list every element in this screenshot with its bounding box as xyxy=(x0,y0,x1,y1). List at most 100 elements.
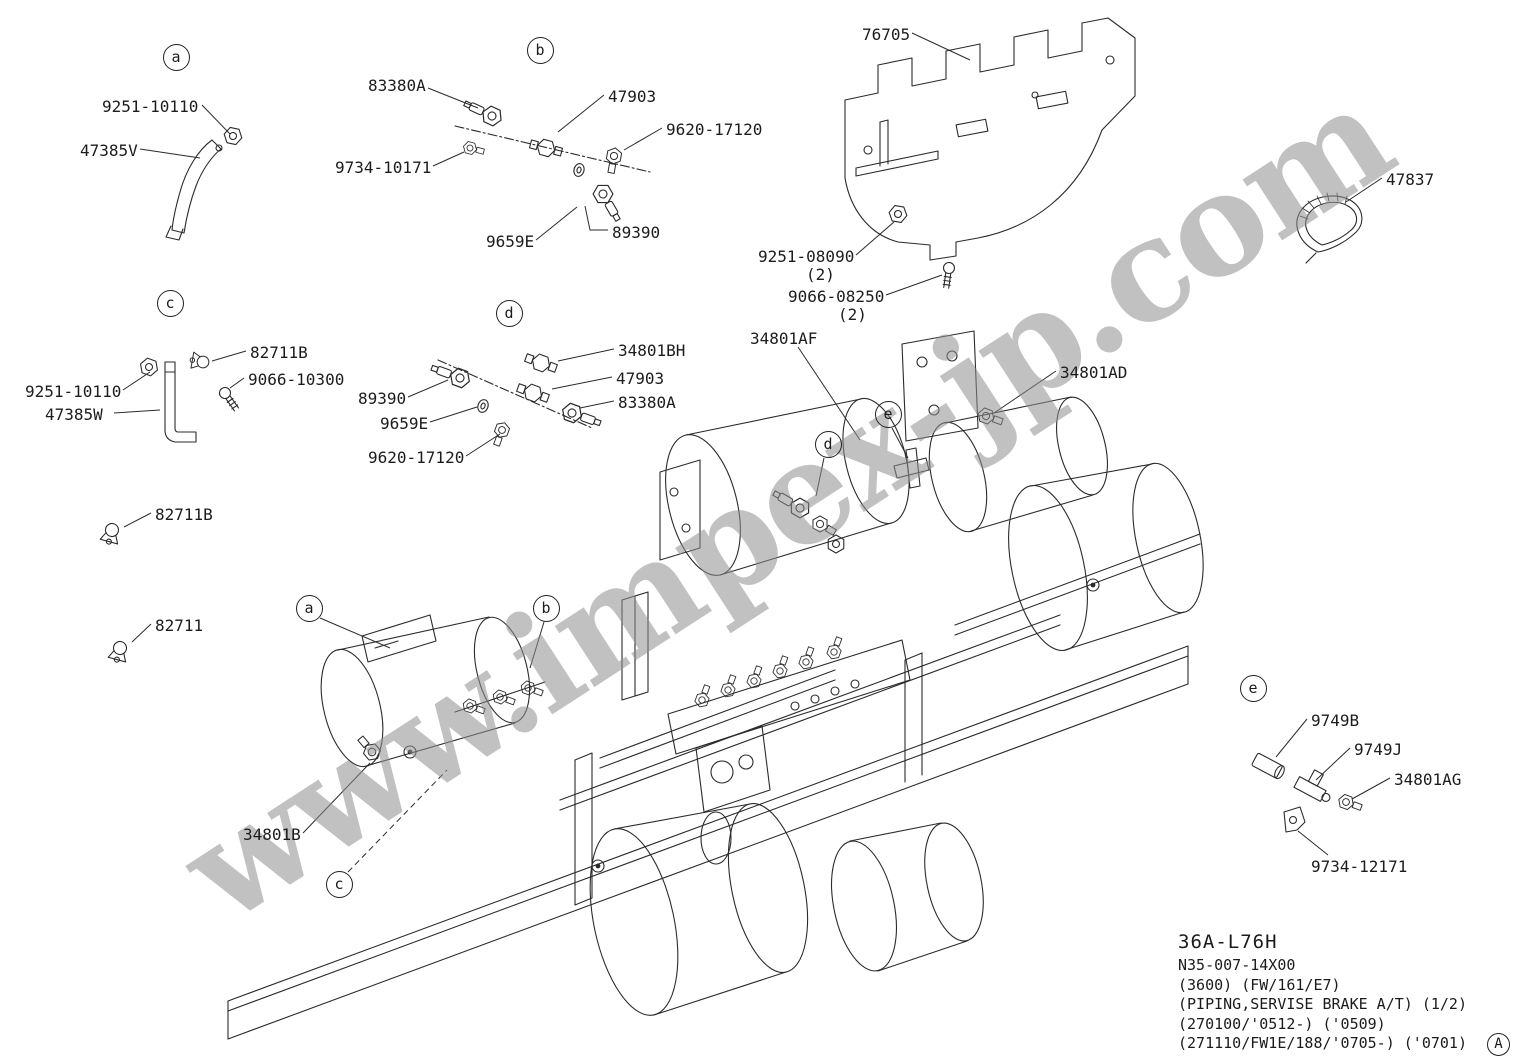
drawing-number: N35-007-14X00 xyxy=(1178,956,1296,974)
part-label: 34801BH xyxy=(618,341,686,360)
part-label: 9659E xyxy=(486,232,535,251)
leader-line xyxy=(557,94,605,133)
leader-line xyxy=(623,127,663,151)
leader-line xyxy=(122,371,151,391)
applicability-2: (271110/FW1E/188/'0705-) ('0701) xyxy=(1178,1034,1467,1052)
air-tanks xyxy=(320,396,1204,1016)
part-label: 34801AF xyxy=(750,329,818,348)
part-label: 9251-10110 xyxy=(102,97,199,116)
part-label: 9251-08090 xyxy=(758,247,855,266)
leader-line xyxy=(529,621,545,669)
leader-line xyxy=(885,274,943,296)
part-label: 47903 xyxy=(616,369,665,388)
part-label: 47903 xyxy=(608,87,657,106)
part-label: (2) xyxy=(838,305,867,324)
leader-line xyxy=(427,87,479,109)
leader-line xyxy=(139,148,201,159)
part-label: 76705 xyxy=(862,25,911,44)
part-label: 34801AG xyxy=(1394,770,1462,789)
leader-line xyxy=(201,104,231,135)
part-label: 82711 xyxy=(155,616,204,635)
leader-line xyxy=(579,400,615,409)
bracket-47385W xyxy=(138,351,242,443)
upper-bracket xyxy=(893,330,1004,489)
part-label: 89390 xyxy=(612,223,661,242)
part-label: 47385W xyxy=(45,405,103,424)
leader-line xyxy=(797,346,861,441)
callout-e: e xyxy=(874,400,902,428)
leader-line xyxy=(1351,777,1391,800)
leader-line xyxy=(815,457,825,497)
part-label: 9749J xyxy=(1354,740,1403,759)
leader-line xyxy=(1275,718,1308,758)
leader-line xyxy=(1297,830,1329,856)
callout-c: c xyxy=(156,289,184,317)
applicability-1: (270100/'0512-) ('0509) xyxy=(1178,1014,1386,1033)
leader-line xyxy=(113,409,161,414)
callout-c: c xyxy=(325,870,353,898)
leader-line xyxy=(1315,747,1351,781)
leader-line xyxy=(407,379,449,398)
callout-a: a xyxy=(162,43,190,71)
leader-line xyxy=(993,370,1057,414)
part-label: 83380A xyxy=(368,76,426,95)
leader-line xyxy=(535,206,578,241)
part-label: 9734-10171 xyxy=(335,158,432,177)
part-label: 9620-17120 xyxy=(368,448,465,467)
assembly-b xyxy=(454,96,651,225)
leader-line xyxy=(891,427,909,459)
model-code: 36A-L76H xyxy=(1178,931,1278,953)
title-block: 36A-L76H N35-007-14X00 (3600) (FW/161/E7… xyxy=(1178,931,1467,1054)
leader-line xyxy=(131,623,152,643)
part-label: 47837 xyxy=(1386,170,1435,189)
part-label: 9734-12171 xyxy=(1311,857,1408,876)
part-label: 9749B xyxy=(1311,711,1360,730)
callout-a: a xyxy=(295,594,323,622)
part-label: 82711B xyxy=(250,343,308,362)
part-label: 34801B xyxy=(243,825,301,844)
callout-d: d xyxy=(814,430,842,458)
leader-line xyxy=(855,221,895,256)
part-label: 34801AD xyxy=(1060,363,1128,382)
leader-line xyxy=(432,151,465,167)
cable-tie-47837 xyxy=(1296,192,1363,264)
part-label: (2) xyxy=(806,265,835,284)
leader-line xyxy=(429,406,478,423)
assembly-d xyxy=(429,350,603,447)
leader-line xyxy=(557,348,615,362)
front-brackets xyxy=(361,614,546,717)
part-label: 9251-10110 xyxy=(25,382,122,401)
leader-line xyxy=(319,617,391,649)
leader-line xyxy=(123,512,152,528)
leader-line xyxy=(584,205,608,231)
part-label: 47385V xyxy=(80,141,138,160)
part-label: 83380A xyxy=(618,393,676,412)
leader-line xyxy=(1345,177,1383,203)
part-label: 9620-17120 xyxy=(666,120,763,139)
part-label: 9659E xyxy=(380,414,429,433)
valve-cluster xyxy=(667,636,911,865)
chassis-frame xyxy=(227,459,1201,1040)
part-label: 9066-08250 xyxy=(788,287,885,306)
leader-line xyxy=(347,769,448,873)
callout-b: b xyxy=(526,36,554,64)
callout-b: b xyxy=(532,594,560,622)
bracket-76705 xyxy=(844,17,1136,290)
bracket-47385V xyxy=(165,126,243,241)
leader-line xyxy=(211,350,247,362)
callout-d: d xyxy=(495,299,523,327)
leader-line xyxy=(229,377,245,389)
description-line: (PIPING,SERVISE BRAKE A/T) (1/2) xyxy=(1178,995,1467,1013)
leader-line xyxy=(302,762,371,834)
assembly-e xyxy=(1251,752,1363,833)
spec-line: (3600) (FW/161/E7) xyxy=(1178,975,1341,994)
part-label: 89390 xyxy=(358,389,407,408)
part-label: 9066-10300 xyxy=(248,370,345,389)
callout-e: e xyxy=(1239,674,1267,702)
part-label: 82711B xyxy=(155,505,213,524)
revision-mark: A xyxy=(1487,1033,1510,1056)
